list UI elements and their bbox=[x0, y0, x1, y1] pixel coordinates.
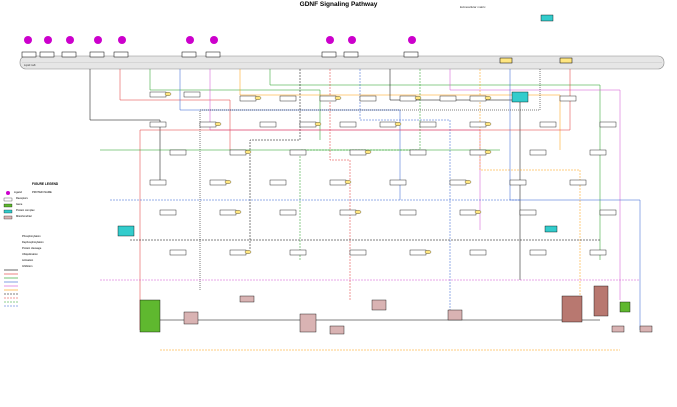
legend-title: FIGURE LEGEND bbox=[32, 182, 59, 186]
ligand-circle bbox=[326, 36, 334, 44]
intracellular-nodes bbox=[149, 91, 617, 256]
ligand-circle bbox=[24, 36, 32, 44]
legend-shapes bbox=[3, 191, 13, 220]
ligand-circle bbox=[348, 36, 356, 44]
ligand-circle bbox=[44, 36, 52, 44]
outcome-gene-stacks bbox=[183, 285, 653, 335]
legend-protein-cleavage: Protein cleavage bbox=[22, 247, 42, 250]
legend-ubiquitination: Ubiquitination bbox=[22, 253, 38, 256]
legend-ligand: Ligand bbox=[14, 191, 22, 194]
ligand-circle bbox=[408, 36, 416, 44]
legend-activation: Activation bbox=[22, 259, 34, 262]
diagram-title: GDNF Signaling Pathway bbox=[299, 1, 378, 8]
ligand-circle bbox=[94, 36, 102, 44]
legend-dephosphorylation: Dephosphorylation bbox=[22, 241, 44, 244]
ligand-group bbox=[24, 36, 416, 44]
membrane-label: Lipid raft bbox=[24, 63, 36, 67]
legend-phosphorylation: Phosphorylation bbox=[22, 235, 41, 238]
legend-gene: Gene bbox=[16, 203, 23, 206]
legend-protein-complex: Protein complex bbox=[16, 209, 35, 212]
highlight-node bbox=[511, 91, 529, 103]
ligand-circle bbox=[118, 36, 126, 44]
highlight-node bbox=[544, 225, 558, 233]
legend-receptors: Receptors bbox=[16, 197, 28, 200]
highlight-node bbox=[540, 14, 554, 22]
extracellular-label: Extracellular matrix bbox=[460, 5, 486, 9]
gene-blocks bbox=[139, 299, 631, 333]
legend-inhibition: Inhibition bbox=[22, 265, 33, 268]
legend-key-lines bbox=[4, 269, 18, 307]
legend-mitochondrial: Mitochondrial bbox=[16, 215, 32, 218]
highlight-node bbox=[117, 225, 135, 237]
legend-protein-name: PROTEIN NAME bbox=[32, 191, 52, 194]
ligand-circle bbox=[66, 36, 74, 44]
receptor-group bbox=[21, 51, 573, 64]
phospho-markers bbox=[164, 92, 492, 254]
ligand-circle bbox=[186, 36, 194, 44]
ligand-circle bbox=[210, 36, 218, 44]
pathway-edges bbox=[89, 69, 641, 351]
